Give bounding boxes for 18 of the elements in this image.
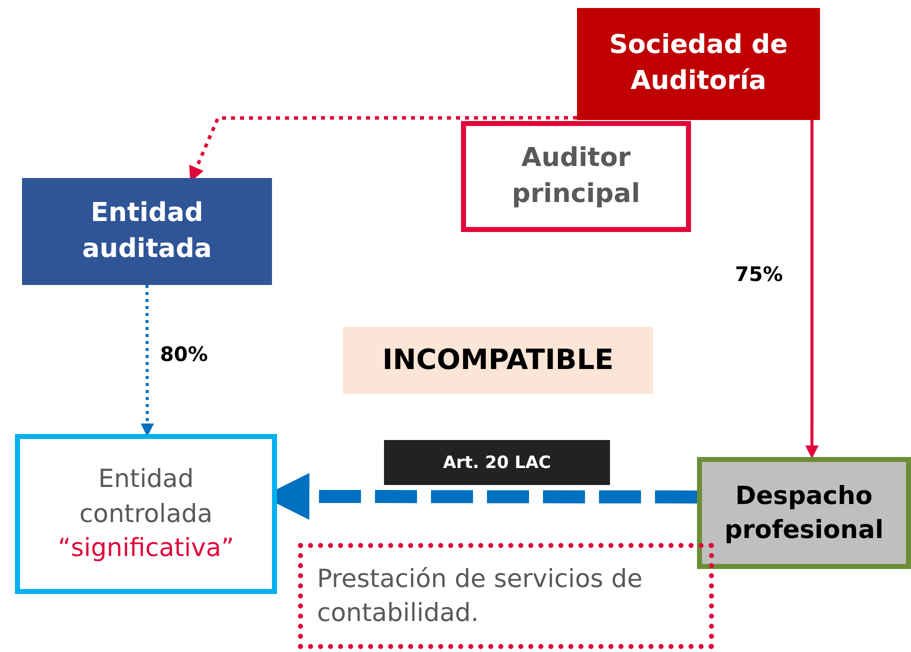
node-text: Entidad controlada — [78, 463, 214, 530]
node-text: Prestación de servicios de contabilidad. — [317, 562, 644, 629]
text-box — [15, 434, 277, 594]
edge-label: Art. 20 LAC — [384, 440, 610, 485]
text-box — [461, 121, 691, 232]
node-text: Auditor principal — [510, 142, 642, 210]
arrow — [140, 285, 154, 437]
arrow — [805, 120, 819, 459]
node-text: “significativa” — [58, 532, 234, 564]
node-text: Entidad auditada — [81, 196, 213, 266]
text-box — [22, 178, 272, 285]
node-text: Sociedad de Auditoría — [608, 29, 789, 98]
text-box — [577, 8, 820, 120]
node-text: INCOMPATIBLE — [382, 342, 614, 378]
text-box — [697, 457, 911, 569]
node-text: Despacho profesional — [723, 480, 885, 546]
text-box — [343, 327, 653, 394]
text-box — [298, 543, 714, 649]
